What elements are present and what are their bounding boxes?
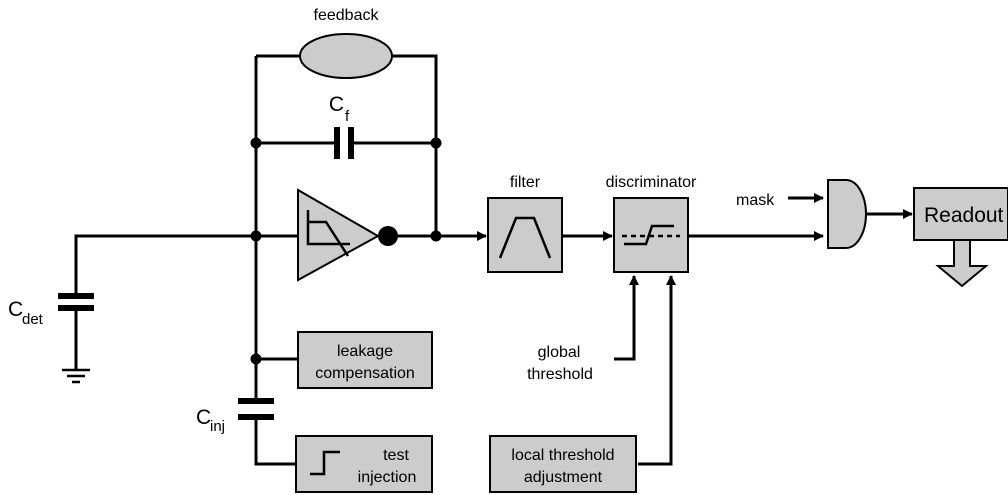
global-threshold-line1: global: [538, 344, 581, 361]
junction-dots: [250, 137, 442, 365]
feedback-label: feedback: [314, 7, 380, 24]
amplifier-output-bubble: [378, 226, 398, 246]
mask-label: mask: [736, 192, 775, 209]
global-threshold-arrow: [614, 275, 639, 361]
bandpass-icon: [498, 216, 552, 259]
test-injection-box: [295, 435, 433, 493]
cinj-subscript: inj: [210, 418, 225, 435]
leakage-compensation-box: [297, 331, 433, 389]
filter-label: filter: [510, 174, 541, 191]
capacitor-plate: [58, 305, 94, 311]
local-threshold-box: [489, 435, 637, 493]
test-label-line1: test: [383, 447, 409, 464]
junction-dot: [250, 230, 262, 242]
cf-subscript: f: [345, 108, 350, 125]
leakage-label-line2: compensation: [315, 365, 415, 382]
and-gate: [827, 179, 867, 249]
discriminator-label: discriminator: [606, 174, 697, 191]
injection-capacitor: [238, 398, 274, 420]
local-threshold-arrow: [638, 275, 676, 466]
capacitor-plate: [334, 127, 340, 159]
filter-box: [487, 197, 563, 273]
discriminator-block: [613, 197, 689, 273]
capacitor-plate: [58, 293, 94, 299]
filter-block: [487, 197, 563, 273]
capacitor-plate: [348, 127, 354, 159]
step-pulse-icon: [310, 450, 340, 476]
capacitor-plate: [238, 398, 274, 404]
amplifier-triangle: [297, 188, 381, 282]
junction-dot: [250, 353, 262, 365]
junction-dot: [430, 137, 442, 149]
cdet-subscript: det: [22, 311, 44, 328]
capacitor-plate: [238, 414, 274, 420]
detector-input-wire: [74, 234, 298, 298]
leakage-label-line1: leakage: [337, 343, 393, 360]
cdet-label: C: [8, 298, 23, 321]
junction-dot: [250, 137, 262, 149]
cinj-to-test-wire: [254, 420, 296, 466]
cf-label: C: [329, 93, 344, 116]
test-label-line2: injection: [358, 469, 417, 486]
feedback-right-wire: [392, 54, 438, 236]
readout-down-arrow: [935, 239, 989, 288]
wires: [74, 54, 913, 466]
local-threshold-line2: adjustment: [524, 469, 603, 486]
shaping-icon: [306, 210, 350, 257]
global-threshold-line2: threshold: [527, 366, 593, 383]
junction-dot: [430, 230, 442, 242]
readout-block: [913, 187, 1008, 288]
cinj-label: C: [196, 406, 211, 429]
readout-box: [913, 187, 1008, 241]
test-injection-block: [295, 435, 433, 493]
feedback-element: [299, 33, 393, 79]
preamplifier: [297, 188, 398, 282]
readout-label: Readout: [924, 204, 1004, 227]
detector-capacitor: [58, 293, 94, 311]
shaping-icon-curve: [308, 220, 350, 257]
ground-icon: [62, 368, 90, 384]
feedback-capacitor: [334, 127, 354, 159]
local-threshold-line1: local threshold: [511, 447, 614, 464]
